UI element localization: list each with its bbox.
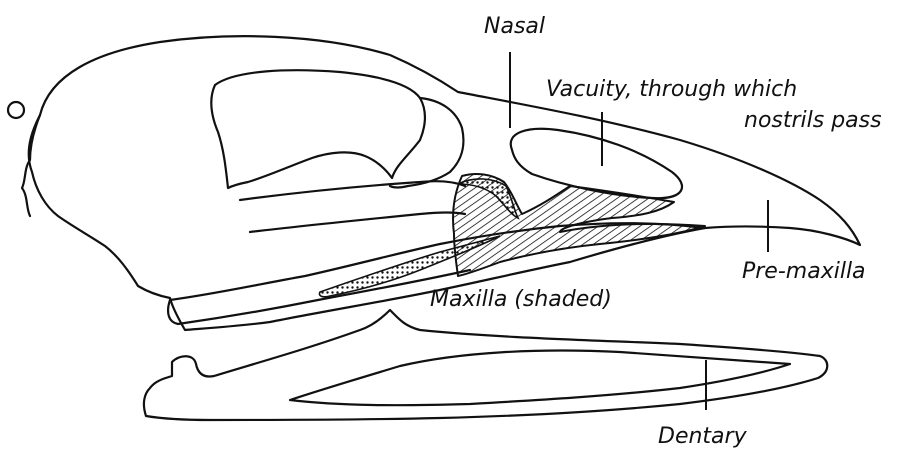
pterygoid-strut	[240, 181, 465, 200]
jugal-bar-lower	[168, 270, 470, 324]
nasal-label: Nasal	[484, 14, 545, 39]
orbit-outline	[211, 70, 425, 188]
dentary-label: Dentary	[658, 424, 748, 449]
dentary-groove	[290, 351, 790, 406]
vacuity-label-line2: nostrils pass	[744, 108, 882, 133]
small-ring	[8, 102, 24, 118]
maxilla-label: Maxilla (shaded)	[430, 287, 612, 312]
vacuity-label-line1: Vacuity, through which	[546, 77, 797, 102]
premaxilla-label: Pre-maxilla	[742, 259, 866, 284]
nasal-vacuity	[511, 129, 682, 198]
quadrate-jugal	[250, 213, 465, 233]
postorbital-bone	[390, 98, 464, 188]
